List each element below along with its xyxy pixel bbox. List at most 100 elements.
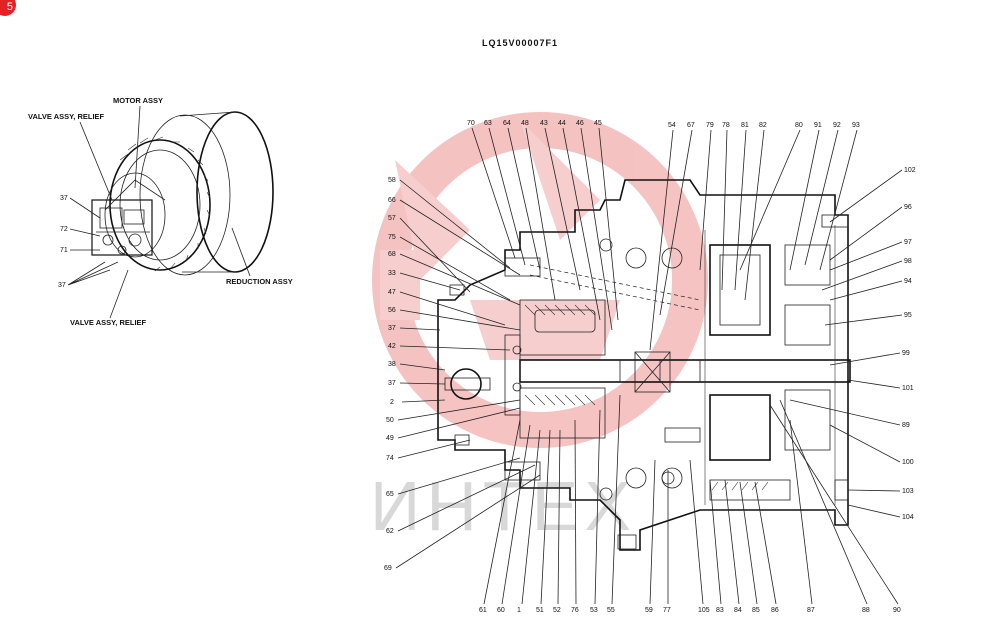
leader-line-left-12 <box>399 382 446 385</box>
leader-line-left-7 <box>399 291 506 326</box>
leader-line-bottom-11 <box>689 459 704 605</box>
leader-line-right-5 <box>829 280 903 301</box>
part-number-bottom-13: 84 <box>734 607 742 614</box>
part-number-left-16: 74 <box>386 455 394 462</box>
part-number-left-8: 56 <box>388 307 396 314</box>
part-number-bottom-8: 55 <box>607 607 615 614</box>
leader-line-top-11 <box>699 129 712 271</box>
leader-line-bottom-14 <box>739 481 758 605</box>
leader-line-right-4 <box>821 260 903 291</box>
leader-line-bottom-3 <box>521 429 541 605</box>
part-number-left-14: 50 <box>386 417 394 424</box>
overview-part-labels: 37 72 71 37 <box>58 195 119 289</box>
part-number-bottom-14: 85 <box>752 607 760 614</box>
leader-line-left-1 <box>399 179 511 269</box>
part-number-bottom-12: 83 <box>716 607 724 614</box>
part-number-top-12: 78 <box>722 122 730 129</box>
watermark-text: ИНТЕХ <box>370 467 637 545</box>
leader-line-bottom-13 <box>724 479 740 605</box>
leader-line-right-1 <box>829 169 903 223</box>
leader-line-right-7 <box>829 352 901 366</box>
leader-line-right-8 <box>847 379 901 389</box>
leader-line-top-5 <box>544 127 581 291</box>
part-number-bottom-3: 1 <box>517 607 521 614</box>
overview-part-72: 72 <box>60 226 68 233</box>
label-motor-assy: MOTOR ASSY <box>113 96 163 105</box>
leader-line-bottom-8 <box>611 394 621 605</box>
leader-line-top-18 <box>819 129 858 271</box>
leader-line-right-12 <box>847 504 901 518</box>
leader-line-top-14 <box>744 129 765 301</box>
part-number-top-1: 70 <box>467 120 475 127</box>
part-number-right-9: 89 <box>902 422 910 429</box>
leader-line-left-6 <box>399 272 461 291</box>
part-number-left-18: 62 <box>386 528 394 535</box>
leader-line-top-15 <box>739 129 801 271</box>
part-number-top-16: 91 <box>814 122 822 129</box>
part-number-top-13: 81 <box>741 122 749 129</box>
leader-line-top-1 <box>471 127 516 259</box>
part-number-left-19: 69 <box>384 565 392 572</box>
part-number-bottom-17: 88 <box>862 607 870 614</box>
leader-line-left-15 <box>397 407 521 439</box>
leader-line-top-16 <box>789 129 820 271</box>
part-number-right-1: 102 <box>904 167 916 174</box>
leader-line-top-2 <box>488 127 526 266</box>
part-number-top-10: 67 <box>687 122 695 129</box>
part-number-left-17: 65 <box>386 491 394 498</box>
part-number-top-5: 43 <box>540 120 548 127</box>
part-number-bottom-4: 51 <box>536 607 544 614</box>
part-number-left-4: 75 <box>388 234 396 241</box>
leader-line-top-3 <box>507 127 541 271</box>
leader-line-left-13 <box>401 399 446 403</box>
leader-line-top-13 <box>734 129 747 291</box>
part-number-top-6: 44 <box>558 120 566 127</box>
leader-line-top-4 <box>525 127 556 301</box>
part-number-bottom-2: 60 <box>497 607 505 614</box>
part-number-top-2: 63 <box>484 120 492 127</box>
leader-line-bottom-18 <box>769 404 899 605</box>
part-number-bottom-10: 77 <box>663 607 671 614</box>
leader-line-bottom-4 <box>540 429 551 605</box>
leader-line-bottom-9 <box>649 459 656 605</box>
overview-drawing <box>91 111 274 276</box>
part-number-top-7: 46 <box>576 120 584 127</box>
drawing-number: LQ15V00007F1 <box>482 38 558 48</box>
part-number-bottom-18: 90 <box>893 607 901 614</box>
part-number-left-2: 66 <box>388 197 396 204</box>
leader-line-right-3 <box>829 241 903 271</box>
part-number-right-2: 96 <box>904 204 912 211</box>
part-number-bottom-9: 59 <box>645 607 653 614</box>
label-valve-assy-relief-bottom: VALVE ASSY, RELIEF <box>70 318 147 327</box>
leader-line-right-2 <box>829 206 903 261</box>
leader-line-bottom-15 <box>754 481 777 605</box>
part-number-left-12: 37 <box>388 380 396 387</box>
part-number-top-18: 93 <box>852 122 860 129</box>
part-number-left-9: 37 <box>388 325 396 332</box>
label-valve-assy-relief-top: VALVE ASSY, RELIEF <box>28 112 105 121</box>
leader-line-right-9 <box>789 399 901 426</box>
leader-line-left-4 <box>399 236 511 301</box>
part-number-bottom-7: 53 <box>590 607 598 614</box>
leader-line-top-9 <box>649 129 674 351</box>
overview-part-37-top: 37 <box>60 195 68 202</box>
part-number-top-3: 64 <box>503 120 511 127</box>
part-number-right-3: 97 <box>904 239 912 246</box>
part-number-top-9: 54 <box>668 122 676 129</box>
part-number-bottom-15: 86 <box>771 607 779 614</box>
leader-line-top-12 <box>721 129 728 291</box>
leader-lines <box>395 127 903 605</box>
part-number-left-13: 2 <box>390 399 394 406</box>
leader-line-bottom-16 <box>789 419 813 605</box>
part-number-left-1: 58 <box>388 177 396 184</box>
part-number-top-11: 79 <box>706 122 714 129</box>
leader-line-left-8 <box>399 309 521 331</box>
part-number-top-17: 92 <box>833 122 841 129</box>
leader-line-top-10 <box>659 129 693 316</box>
part-number-top-4: 48 <box>521 120 529 127</box>
part-number-left-5: 68 <box>388 251 396 258</box>
leader-line-top-6 <box>562 127 601 321</box>
part-number-left-10: 42 <box>388 343 396 350</box>
leader-line-top-17 <box>804 129 839 266</box>
part-number-bottom-6: 76 <box>571 607 579 614</box>
